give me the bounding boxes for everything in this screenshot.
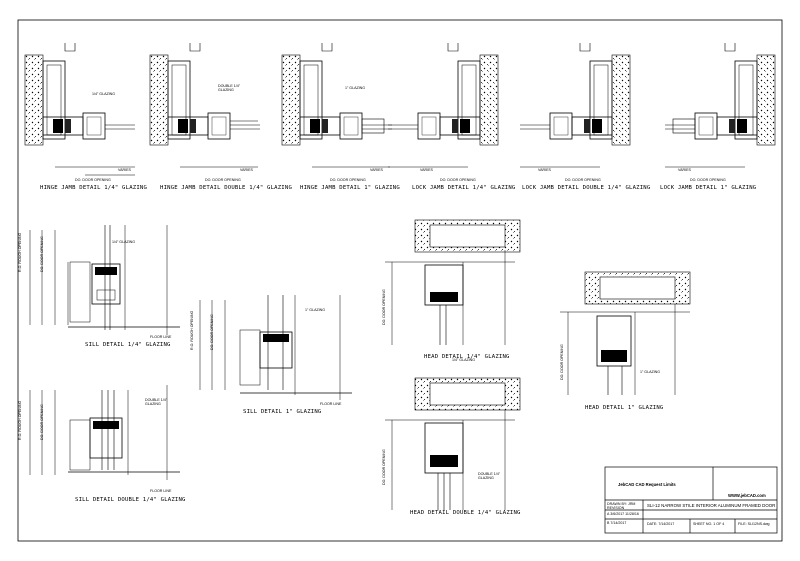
note-door-opening: DO. DOOR OPENING <box>690 178 726 182</box>
detail-title-hinge-quarter: HINGE JAMB DETAIL 1/4" GLAZING <box>40 185 148 191</box>
hinge-jamb-one-drawing <box>281 42 393 168</box>
note-door-opening: DO. DOOR OPENING <box>382 289 386 325</box>
sill-double-drawing <box>29 385 180 480</box>
detail-title-sill-quarter: SILL DETAIL 1/4" GLAZING <box>85 342 171 348</box>
note-glazing-one: 1" GLAZING <box>640 370 661 374</box>
note-glazing-one: 1" GLAZING <box>305 308 326 312</box>
head-one-drawing <box>560 271 691 395</box>
detail-title-hinge-double: HINGE JAMB DETAIL DOUBLE 1/4" GLAZING <box>160 185 293 191</box>
note-glazing-double: DOUBLE 1/4" GLAZING <box>218 84 241 92</box>
note-glazing: 1/4" GLAZING <box>452 358 476 362</box>
note-varies: VARIES <box>370 168 383 172</box>
note-door-opening: DO. DOOR OPENING <box>330 178 366 182</box>
note-glazing-one: 1" GLAZING <box>345 86 366 90</box>
title-block-date: DATE: 7/14/2017 <box>647 522 675 526</box>
detail-title-head-quarter: HEAD DETAIL 1/4" GLAZING <box>424 354 510 360</box>
title-block-sheet: SHEET NO. 1 OF 4 <box>693 522 725 526</box>
head-double-drawing <box>385 377 521 510</box>
detail-title-lock-quarter: LOCK JAMB DETAIL 1/4" GLAZING <box>412 185 516 191</box>
detail-title-head-one: HEAD DETAIL 1" GLAZING <box>585 405 664 411</box>
title-block-frame <box>604 466 778 534</box>
note-rough-opening: R.O. ROUGH OPENING <box>190 310 194 350</box>
note-glazing: 1/4" GLAZING <box>92 92 116 96</box>
note-door-opening: DO. DOOR OPENING <box>40 404 44 440</box>
note-door-opening: DO. DOOR OPENING <box>210 314 214 350</box>
note-varies: VARIES <box>420 168 433 172</box>
title-block-title: SLI-12 NARROW STILE INTERIOR ALUMINUM FR… <box>647 503 776 508</box>
note-rough-opening: R.O. ROUGH OPENING <box>18 400 22 440</box>
note-floor-line: FLOOR LINE <box>150 335 172 339</box>
note-door-opening: DO. DOOR OPENING <box>40 236 44 272</box>
note-door-opening: DO. DOOR OPENING <box>565 178 601 182</box>
note-door-opening: DO. DOOR OPENING <box>440 178 476 182</box>
note-floor-line: FLOOR LINE <box>150 489 172 493</box>
detail-title-lock-double: LOCK JAMB DETAIL DOUBLE 1/4" GLAZING <box>522 185 651 191</box>
detail-title-hinge-one: HINGE JAMB DETAIL 1" GLAZING <box>300 185 400 191</box>
note-glazing-double: DOUBLE 1/4" GLAZING <box>145 398 168 406</box>
title-block-revision: REVISION <box>607 506 625 510</box>
note-rough-opening: R.O. ROUGH OPENING <box>18 232 22 272</box>
lock-jamb-quarter-drawing <box>387 42 499 168</box>
title-block-drawn-by: DRAWN BY: JRM <box>607 502 636 506</box>
head-quarter-drawing <box>385 219 521 345</box>
hinge-jamb-quarter-drawing <box>24 42 136 176</box>
note-glazing: 1/4" GLAZING <box>112 240 136 244</box>
lock-jamb-one-drawing <box>664 42 776 168</box>
detail-title-lock-one: LOCK JAMB DETAIL 1" GLAZING <box>660 185 757 191</box>
title-block-file: FILE: SLI12NS.dwg <box>738 522 770 526</box>
note-door-opening: DO. DOOR OPENING <box>205 178 241 182</box>
note-varies: VARIES <box>118 168 131 172</box>
title-block-company: JebCAD CAD Request Limits <box>618 482 676 487</box>
title-block-website: WWW.jebCAD.com <box>728 493 766 498</box>
note-glazing-double: DOUBLE 1/4" GLAZING <box>478 472 501 480</box>
detail-title-sill-double: SILL DETAIL DOUBLE 1/4" GLAZING <box>75 497 186 503</box>
note-door-opening: DO. DOOR OPENING <box>560 344 564 380</box>
detail-title-head-double: HEAD DETAIL DOUBLE 1/4" GLAZING <box>410 510 521 516</box>
note-door-opening: DO. DOOR OPENING <box>75 178 111 182</box>
lock-jamb-double-drawing <box>519 42 631 168</box>
sill-one-drawing <box>199 295 352 400</box>
note-floor-line: FLOOR LINE <box>320 402 342 406</box>
title-block-rev-line-2: B 7/14/2017 <box>607 521 627 525</box>
note-door-opening: DO. DOOR OPENING <box>382 449 386 485</box>
note-varies: VARIES <box>678 168 691 172</box>
sill-quarter-drawing <box>29 225 180 335</box>
note-varies: VARIES <box>538 168 551 172</box>
hinge-jamb-double-drawing <box>149 42 261 168</box>
detail-title-sill-one: SILL DETAIL 1" GLAZING <box>243 409 322 415</box>
title-block-rev-line-1: A 3/6/2017 11/28/16 <box>607 512 639 516</box>
note-varies: VARIES <box>240 168 253 172</box>
